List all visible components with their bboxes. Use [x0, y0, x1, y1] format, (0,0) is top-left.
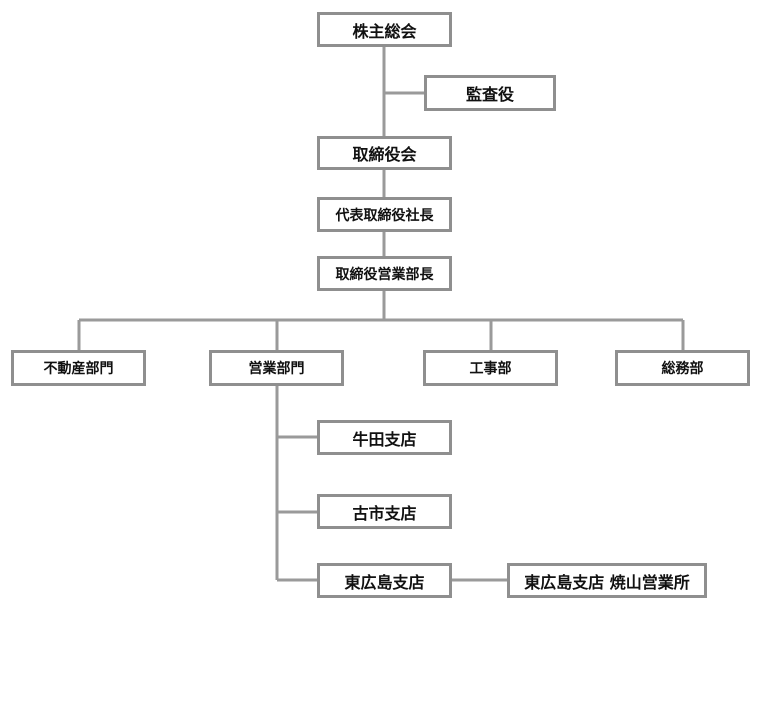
board-label: 取締役会 [352, 145, 417, 164]
koichi-branch-box: 古市支店 [317, 494, 452, 529]
board-box: 取締役会 [317, 136, 452, 170]
shareholders-meeting-label: 株主総会 [352, 21, 417, 41]
real-estate-department-box: 不動産部門 [11, 350, 146, 386]
sales-department-box: 営業部門 [209, 350, 344, 386]
real-estate-department-label: 不動産部門 [43, 361, 114, 377]
auditor-label: 監査役 [465, 85, 514, 104]
president-box: 代表取締役社長 [317, 197, 452, 232]
ushita-branch-label: 牛田支店 [352, 429, 417, 449]
general-affairs-department-label: 総務部 [661, 361, 704, 377]
construction-department-label: 工事部 [469, 361, 512, 377]
president-label: 代表取締役社長 [335, 207, 434, 224]
sales-department-label: 営業部門 [248, 361, 305, 377]
ushita-branch-box: 牛田支店 [317, 420, 452, 455]
higashi-hiroshima-branch-label: 東広島支店 [344, 572, 425, 592]
sales-director-label: 取締役営業部長 [335, 266, 434, 283]
shareholders-meeting-box: 株主総会 [317, 12, 452, 47]
general-affairs-department-box: 総務部 [615, 350, 750, 386]
sales-director-box: 取締役営業部長 [317, 256, 452, 291]
construction-department-box: 工事部 [423, 350, 558, 386]
yakeyama-sales-office-label: 東広島支店 焼山営業所 [524, 572, 690, 592]
koichi-branch-label: 古市支店 [352, 503, 417, 523]
yakeyama-sales-office-box: 東広島支店 焼山営業所 [507, 563, 707, 598]
auditor-box: 監査役 [424, 75, 556, 111]
higashi-hiroshima-branch-box: 東広島支店 [317, 563, 452, 598]
